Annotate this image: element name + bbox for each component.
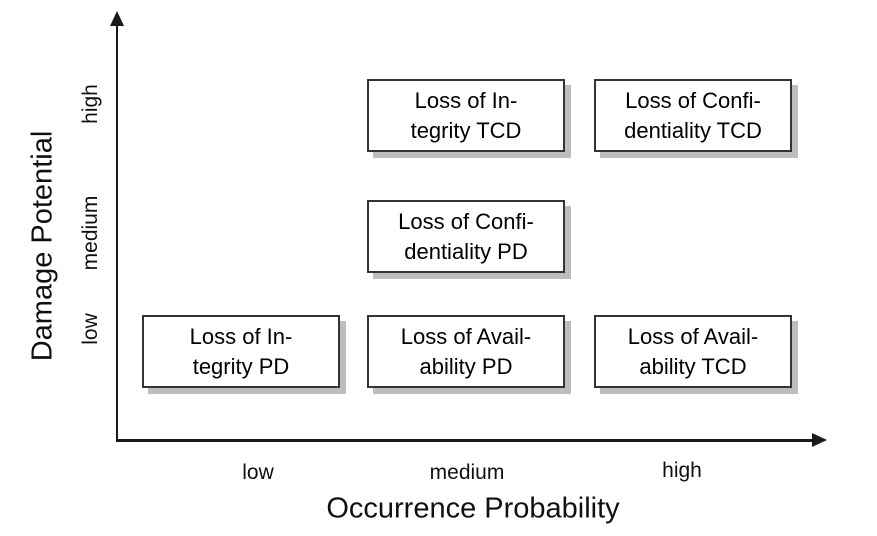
y-axis-line [116, 24, 118, 441]
x-tick-medium: medium [429, 461, 505, 484]
x-tick-low: low [242, 461, 274, 484]
y-tick-medium: medium [79, 195, 102, 271]
box-label-line: ability TCD [639, 353, 747, 379]
x-axis-label: Occurrence Probability [326, 492, 620, 525]
box-loss-of-availability-pd: Loss of Avail- ability PD [367, 315, 565, 388]
box-label-line: Loss of Avail- [627, 323, 759, 349]
x-axis-line [116, 439, 813, 442]
box-label-line: tegrity TCD [410, 117, 522, 143]
box-loss-of-confidentiality-pd: Loss of Confi- dentiality PD [367, 200, 565, 273]
y-axis-label: Damage Potential [26, 130, 59, 362]
box-label-line: dentiality PD [404, 238, 528, 264]
x-tick-high: high [662, 459, 702, 482]
x-axis-arrowhead-icon [812, 433, 827, 447]
box-label-line: Loss of Confi- [625, 87, 761, 113]
box-loss-of-confidentiality-tcd: Loss of Confi- dentiality TCD [594, 79, 792, 152]
box-label-line: dentiality TCD [624, 117, 762, 143]
y-tick-low: low [79, 313, 102, 345]
box-label-line: Loss of Avail- [400, 323, 532, 349]
y-axis-arrowhead-icon [110, 11, 124, 26]
box-label-line: tegrity PD [192, 353, 290, 379]
box-loss-of-integrity-tcd: Loss of In- tegrity TCD [367, 79, 565, 152]
y-tick-high: high [79, 84, 102, 124]
box-label-line: Loss of Confi- [398, 208, 534, 234]
box-label-line: Loss of In- [189, 323, 293, 349]
box-label-line: ability PD [419, 353, 513, 379]
box-label-line: Loss of In- [414, 87, 518, 113]
box-loss-of-integrity-pd: Loss of In- tegrity PD [142, 315, 340, 388]
box-loss-of-availability-tcd: Loss of Avail- ability TCD [594, 315, 792, 388]
